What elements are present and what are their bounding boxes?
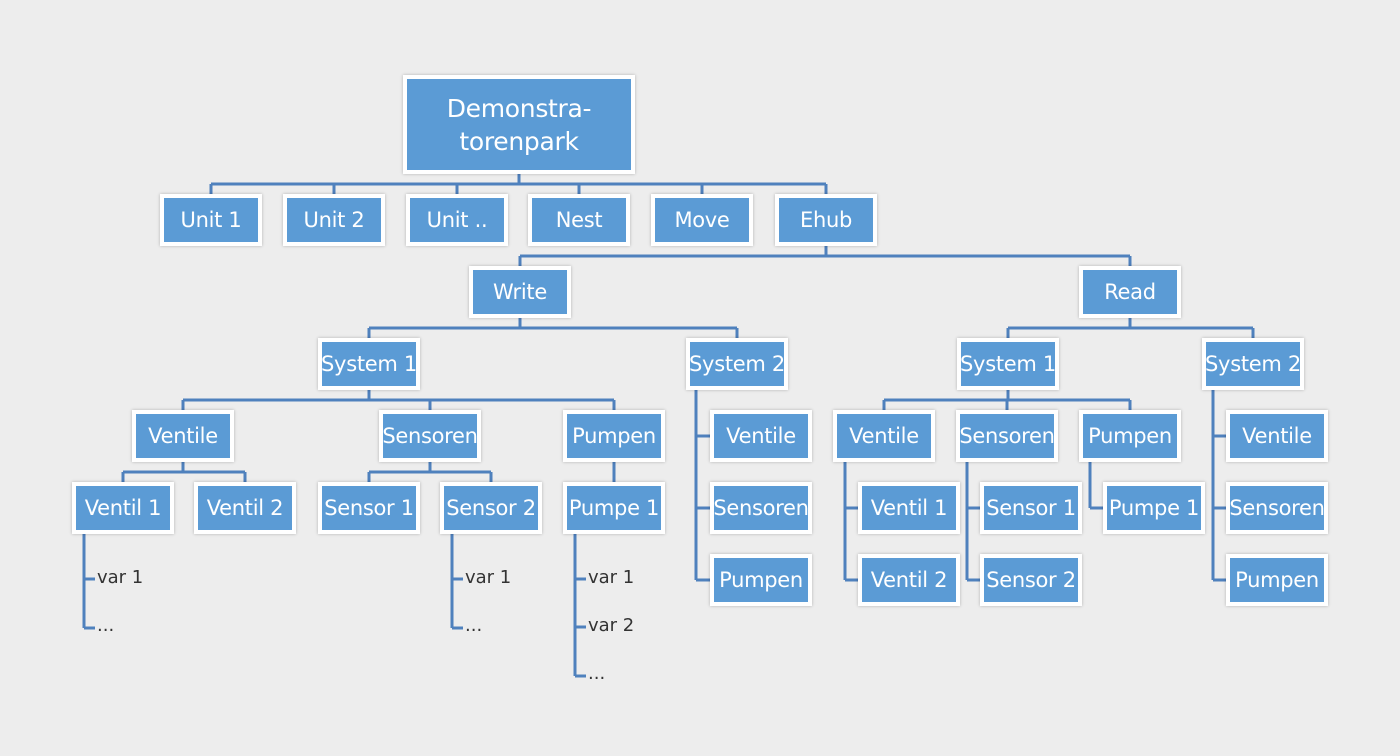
node-read-s2-pumpen: Pumpen xyxy=(1226,554,1328,606)
node-write-s2-ventile: Ventile xyxy=(710,410,812,462)
node-read-sensor-1: Sensor 1 xyxy=(980,482,1082,534)
var-pumpe1-1: var 1 xyxy=(588,567,635,588)
node-read-s2-sensoren: Sensoren xyxy=(1226,482,1328,534)
var-sensor2-more: ... xyxy=(465,615,483,636)
var-sensor2-1: var 1 xyxy=(465,567,512,588)
var-ventil1-more: ... xyxy=(97,615,115,636)
node-write-ventile: Ventile xyxy=(132,410,234,462)
node-write-ventil-1: Ventil 1 xyxy=(72,482,174,534)
node-write-pumpe-1: Pumpe 1 xyxy=(563,482,665,534)
var-ventil1-1: var 1 xyxy=(97,567,144,588)
node-root: Demonstra-torenpark xyxy=(403,75,635,174)
node-write-pumpen: Pumpen xyxy=(563,410,665,462)
node-unit-more: Unit .. xyxy=(406,194,508,246)
node-read-ventil-2: Ventil 2 xyxy=(858,554,960,606)
node-write: Write xyxy=(469,266,571,318)
node-write-sensoren: Sensoren xyxy=(379,410,481,462)
node-read-system-1: System 1 xyxy=(957,338,1059,390)
node-read-pumpen: Pumpen xyxy=(1079,410,1181,462)
node-unit-2: Unit 2 xyxy=(283,194,385,246)
node-read-ventile: Ventile xyxy=(833,410,935,462)
node-write-ventil-2: Ventil 2 xyxy=(194,482,296,534)
node-write-system-1: System 1 xyxy=(318,338,420,390)
node-read-pumpe-1: Pumpe 1 xyxy=(1103,482,1205,534)
node-write-sensor-2: Sensor 2 xyxy=(440,482,542,534)
node-write-system-2: System 2 xyxy=(686,338,788,390)
node-read-sensoren: Sensoren xyxy=(956,410,1058,462)
node-unit-1: Unit 1 xyxy=(160,194,262,246)
node-write-sensor-1: Sensor 1 xyxy=(318,482,420,534)
node-nest: Nest xyxy=(528,194,630,246)
node-write-s2-sensoren: Sensoren xyxy=(710,482,812,534)
var-pumpe1-more: ... xyxy=(588,663,606,684)
node-read: Read xyxy=(1079,266,1181,318)
node-read-s2-ventile: Ventile xyxy=(1226,410,1328,462)
node-ehub: Ehub xyxy=(775,194,877,246)
node-write-s2-pumpen: Pumpen xyxy=(710,554,812,606)
node-move: Move xyxy=(651,194,753,246)
node-read-sensor-2: Sensor 2 xyxy=(980,554,1082,606)
node-read-ventil-1: Ventil 1 xyxy=(858,482,960,534)
var-pumpe1-2: var 2 xyxy=(588,615,635,636)
node-read-system-2: System 2 xyxy=(1202,338,1304,390)
